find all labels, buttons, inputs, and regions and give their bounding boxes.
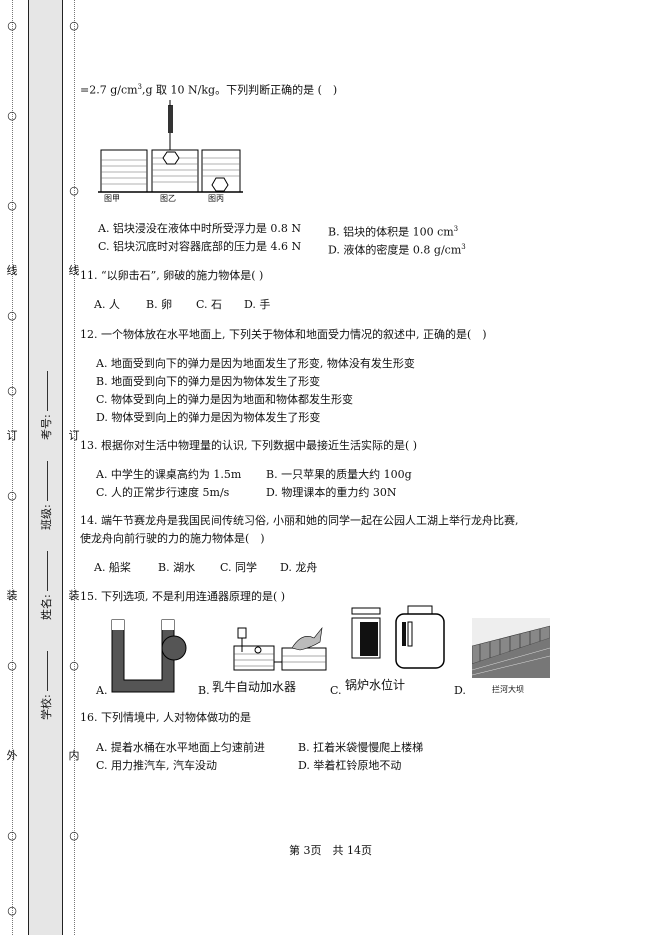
q16-option-b: B. 扛着米袋慢慢爬上楼梯 bbox=[298, 741, 424, 754]
margin-char-nei: 内 bbox=[68, 749, 80, 762]
margin-zero: ○ bbox=[69, 184, 79, 197]
q12-option-b: B. 地面受到向下的弹力是因为物体发生了形变 bbox=[96, 375, 321, 388]
q10-figure: 图甲 图乙 图丙 bbox=[98, 100, 243, 205]
q10-stem: =2.7 g/cm3,g 取 10 N/kg。下列判断正确的是 ( ) bbox=[80, 83, 338, 97]
q16-stem: 16. 下列情境中, 人对物体做功的是 bbox=[80, 711, 251, 724]
margin-zero: ○ bbox=[7, 19, 17, 32]
margin-zero: ○ bbox=[7, 829, 17, 842]
q15-figure-c bbox=[348, 604, 448, 676]
q12-option-d: D. 物体受到向上的弹力是因为物体发生了形变 bbox=[96, 411, 321, 424]
q11-option-b: B. 卵 bbox=[146, 298, 173, 311]
margin-zero: ○ bbox=[7, 659, 17, 672]
margin-zero: ○ bbox=[7, 309, 17, 322]
school-label: 学校: bbox=[38, 651, 54, 720]
q15-option-a: A. bbox=[96, 684, 108, 697]
q15-figure-a bbox=[108, 618, 188, 700]
page-footer: 第 3页 共 14页 bbox=[289, 844, 372, 857]
margin-zero: ○ bbox=[7, 489, 17, 502]
margin-char-xian: 线 bbox=[6, 264, 18, 277]
q14-option-b: B. 湖水 bbox=[158, 561, 196, 574]
margin-zero: ○ bbox=[69, 19, 79, 32]
q15-option-c: C. bbox=[330, 684, 342, 697]
margin-char-zhuang-inner: 装 bbox=[68, 589, 80, 602]
q13-option-b: B. 一只苹果的质量大约 100g bbox=[266, 468, 412, 481]
q12-option-a: A. 地面受到向下的弹力是因为地面发生了形变, 物体没有发生形变 bbox=[96, 357, 415, 370]
q16-option-d: D. 举着杠铃原地不动 bbox=[298, 759, 402, 772]
outer-dotted-line bbox=[12, 0, 13, 935]
q10-option-b: B. 铝块的体积是 100 cm3 bbox=[328, 225, 459, 239]
fig-label-yi: 图乙 bbox=[160, 194, 176, 203]
margin-char-zhuang: 装 bbox=[6, 589, 18, 602]
margin-zero: ○ bbox=[7, 199, 17, 212]
q14-stem-line2: 使龙舟向前行驶的力的施力物体是( ) bbox=[80, 532, 265, 545]
q10-option-c: C. 铝块沉底时对容器底部的压力是 4.6 N bbox=[98, 240, 302, 253]
q10-option-a: A. 铝块浸没在液体中时所受浮力是 0.8 N bbox=[98, 222, 302, 235]
q15-option-b: B. bbox=[198, 684, 210, 697]
q15-caption-d: 拦河大坝 bbox=[492, 685, 524, 694]
q11-option-c: C. 石 bbox=[196, 298, 223, 311]
exam-number-label: 考号: bbox=[38, 371, 54, 440]
q15-caption-c: 锅炉水位计 bbox=[345, 678, 406, 692]
margin-zero: ○ bbox=[7, 904, 17, 917]
binding-margin: ○ ○ ○ 线 ○ ○ 订 ○ 装 ○ 外 ○ ○ ○ ○ 线 订 装 ○ 内 … bbox=[0, 0, 80, 935]
q16-option-c: C. 用力推汽车, 汽车没动 bbox=[96, 759, 218, 772]
q15-figure-b bbox=[230, 618, 330, 682]
q14-option-c: C. 同学 bbox=[220, 561, 258, 574]
q13-option-d: D. 物理课本的重力约 30N bbox=[266, 486, 397, 499]
q14-option-a: A. 船桨 bbox=[94, 561, 131, 574]
margin-char-ding: 订 bbox=[6, 429, 18, 442]
margin-zero: ○ bbox=[7, 109, 17, 122]
fig-label-jia: 图甲 bbox=[104, 194, 120, 203]
q10-option-d: D. 液体的密度是 0.8 g/cm3 bbox=[328, 243, 466, 257]
q14-stem-line1: 14. 端午节赛龙舟是我国民间传统习俗, 小丽和她的同学一起在公园人工湖上举行龙… bbox=[80, 514, 519, 527]
q11-option-a: A. 人 bbox=[94, 298, 120, 311]
margin-char-xian-inner: 线 bbox=[68, 264, 80, 277]
class-label: 班级: bbox=[38, 461, 54, 530]
q11-stem: 11. “以卵击石”, 卵破的施力物体是( ) bbox=[80, 269, 264, 282]
margin-zero: ○ bbox=[7, 384, 17, 397]
q14-option-d: D. 龙舟 bbox=[280, 561, 318, 574]
fig-label-bing: 图丙 bbox=[208, 194, 224, 203]
margin-zero: ○ bbox=[69, 829, 79, 842]
q13-option-c: C. 人的正常步行速度 5m/s bbox=[96, 486, 230, 499]
q16-option-a: A. 提着水桶在水平地面上匀速前进 bbox=[96, 741, 265, 754]
name-label: 姓名: bbox=[38, 551, 54, 620]
margin-char-wai: 外 bbox=[6, 749, 18, 762]
q12-option-c: C. 物体受到向上的弹力是因为地面和物体都发生形变 bbox=[96, 393, 354, 406]
q15-stem: 15. 下列选项, 不是利用连通器原理的是( ) bbox=[80, 590, 286, 603]
binding-strip bbox=[28, 0, 63, 935]
inner-dotted-line bbox=[74, 0, 75, 935]
q13-stem: 13. 根据你对生活中物理量的认识, 下列数据中最接近生活实际的是( ) bbox=[80, 439, 418, 452]
margin-char-ding-inner: 订 bbox=[68, 429, 80, 442]
q15-option-d: D. bbox=[454, 684, 466, 697]
q11-option-d: D. 手 bbox=[244, 298, 271, 311]
q12-stem: 12. 一个物体放在水平地面上, 下列关于物体和地面受力情况的叙述中, 正确的是… bbox=[80, 328, 487, 341]
q13-option-a: A. 中学生的课桌高约为 1.5m bbox=[96, 468, 242, 481]
q15-figure-d bbox=[471, 618, 551, 682]
q15-caption-b: 乳牛自动加水器 bbox=[212, 680, 297, 694]
margin-zero: ○ bbox=[69, 659, 79, 672]
